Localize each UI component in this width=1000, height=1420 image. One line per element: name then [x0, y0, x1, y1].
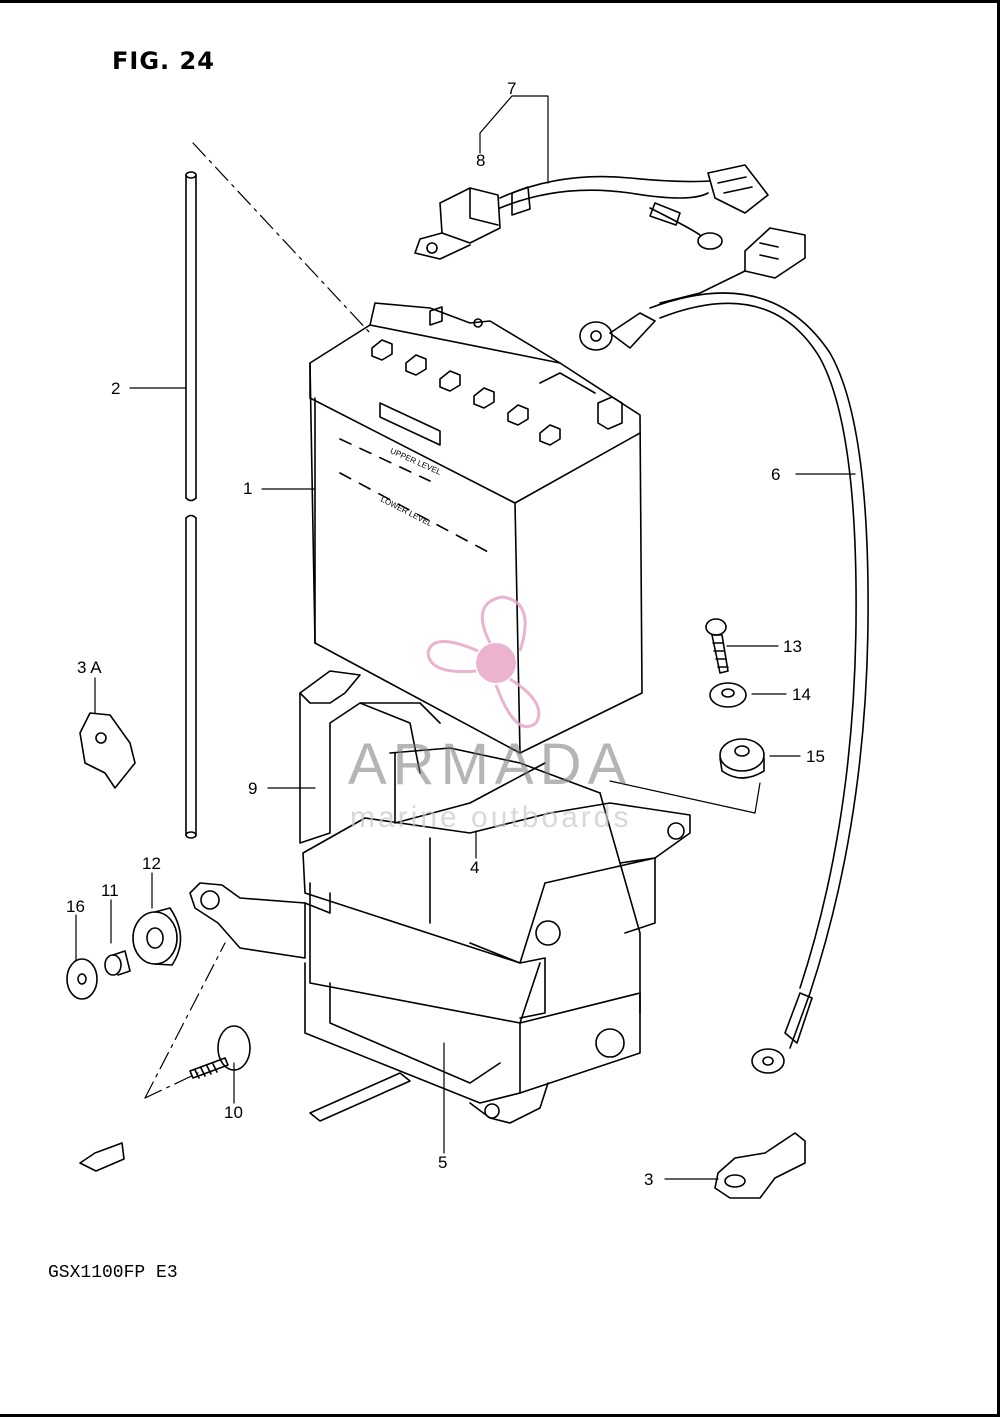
side-mount — [189, 882, 306, 959]
spacer — [104, 950, 131, 976]
callout-13: 13 — [783, 637, 802, 656]
callout-7: 7 — [507, 79, 517, 98]
watermark-brand: ARMADA — [348, 732, 633, 797]
battery-holder-bracket — [299, 670, 441, 844]
battery — [309, 302, 643, 754]
starter-relay-harness — [414, 164, 769, 260]
callout-1: 1 — [243, 479, 253, 498]
fwd-arrow — [79, 1142, 125, 1172]
collar — [709, 682, 747, 708]
callout-4: 4 — [470, 858, 480, 877]
rubber-cushion — [132, 907, 182, 966]
exploded-view-drawing — [66, 95, 869, 1199]
leader-lines — [75, 95, 856, 1180]
clamp-3 — [714, 1132, 806, 1199]
propeller-logo — [426, 595, 541, 729]
callout-15: 15 — [806, 747, 825, 766]
battery-case — [302, 747, 691, 1024]
callout-2: 2 — [111, 379, 121, 398]
battery-cable — [579, 227, 869, 1074]
flange-bolt — [189, 1025, 251, 1079]
callout-10: 10 — [224, 1103, 243, 1122]
battery-tray-frame — [304, 920, 641, 1124]
vent-tube — [185, 171, 197, 839]
callout-14: 14 — [792, 685, 811, 704]
callout-5: 5 — [438, 1153, 448, 1172]
callout-12: 12 — [142, 854, 161, 873]
grommet — [719, 738, 765, 779]
callout-3a: 3 A — [77, 658, 102, 677]
callout-3: 3 — [644, 1170, 654, 1189]
clamp-3a — [79, 712, 136, 789]
screw — [705, 618, 729, 674]
callout-8: 8 — [476, 151, 486, 170]
callout-11: 11 — [101, 881, 119, 900]
filler-caps — [371, 339, 561, 446]
model-code: GSX1100FP E3 — [48, 1263, 178, 1283]
washer — [66, 958, 98, 1000]
callout-16: 16 — [66, 897, 85, 916]
watermark-tagline: marine outboards — [350, 801, 632, 834]
callout-9: 9 — [248, 779, 258, 798]
figure-title: FIG. 24 — [112, 47, 215, 75]
callout-6: 6 — [771, 465, 781, 484]
